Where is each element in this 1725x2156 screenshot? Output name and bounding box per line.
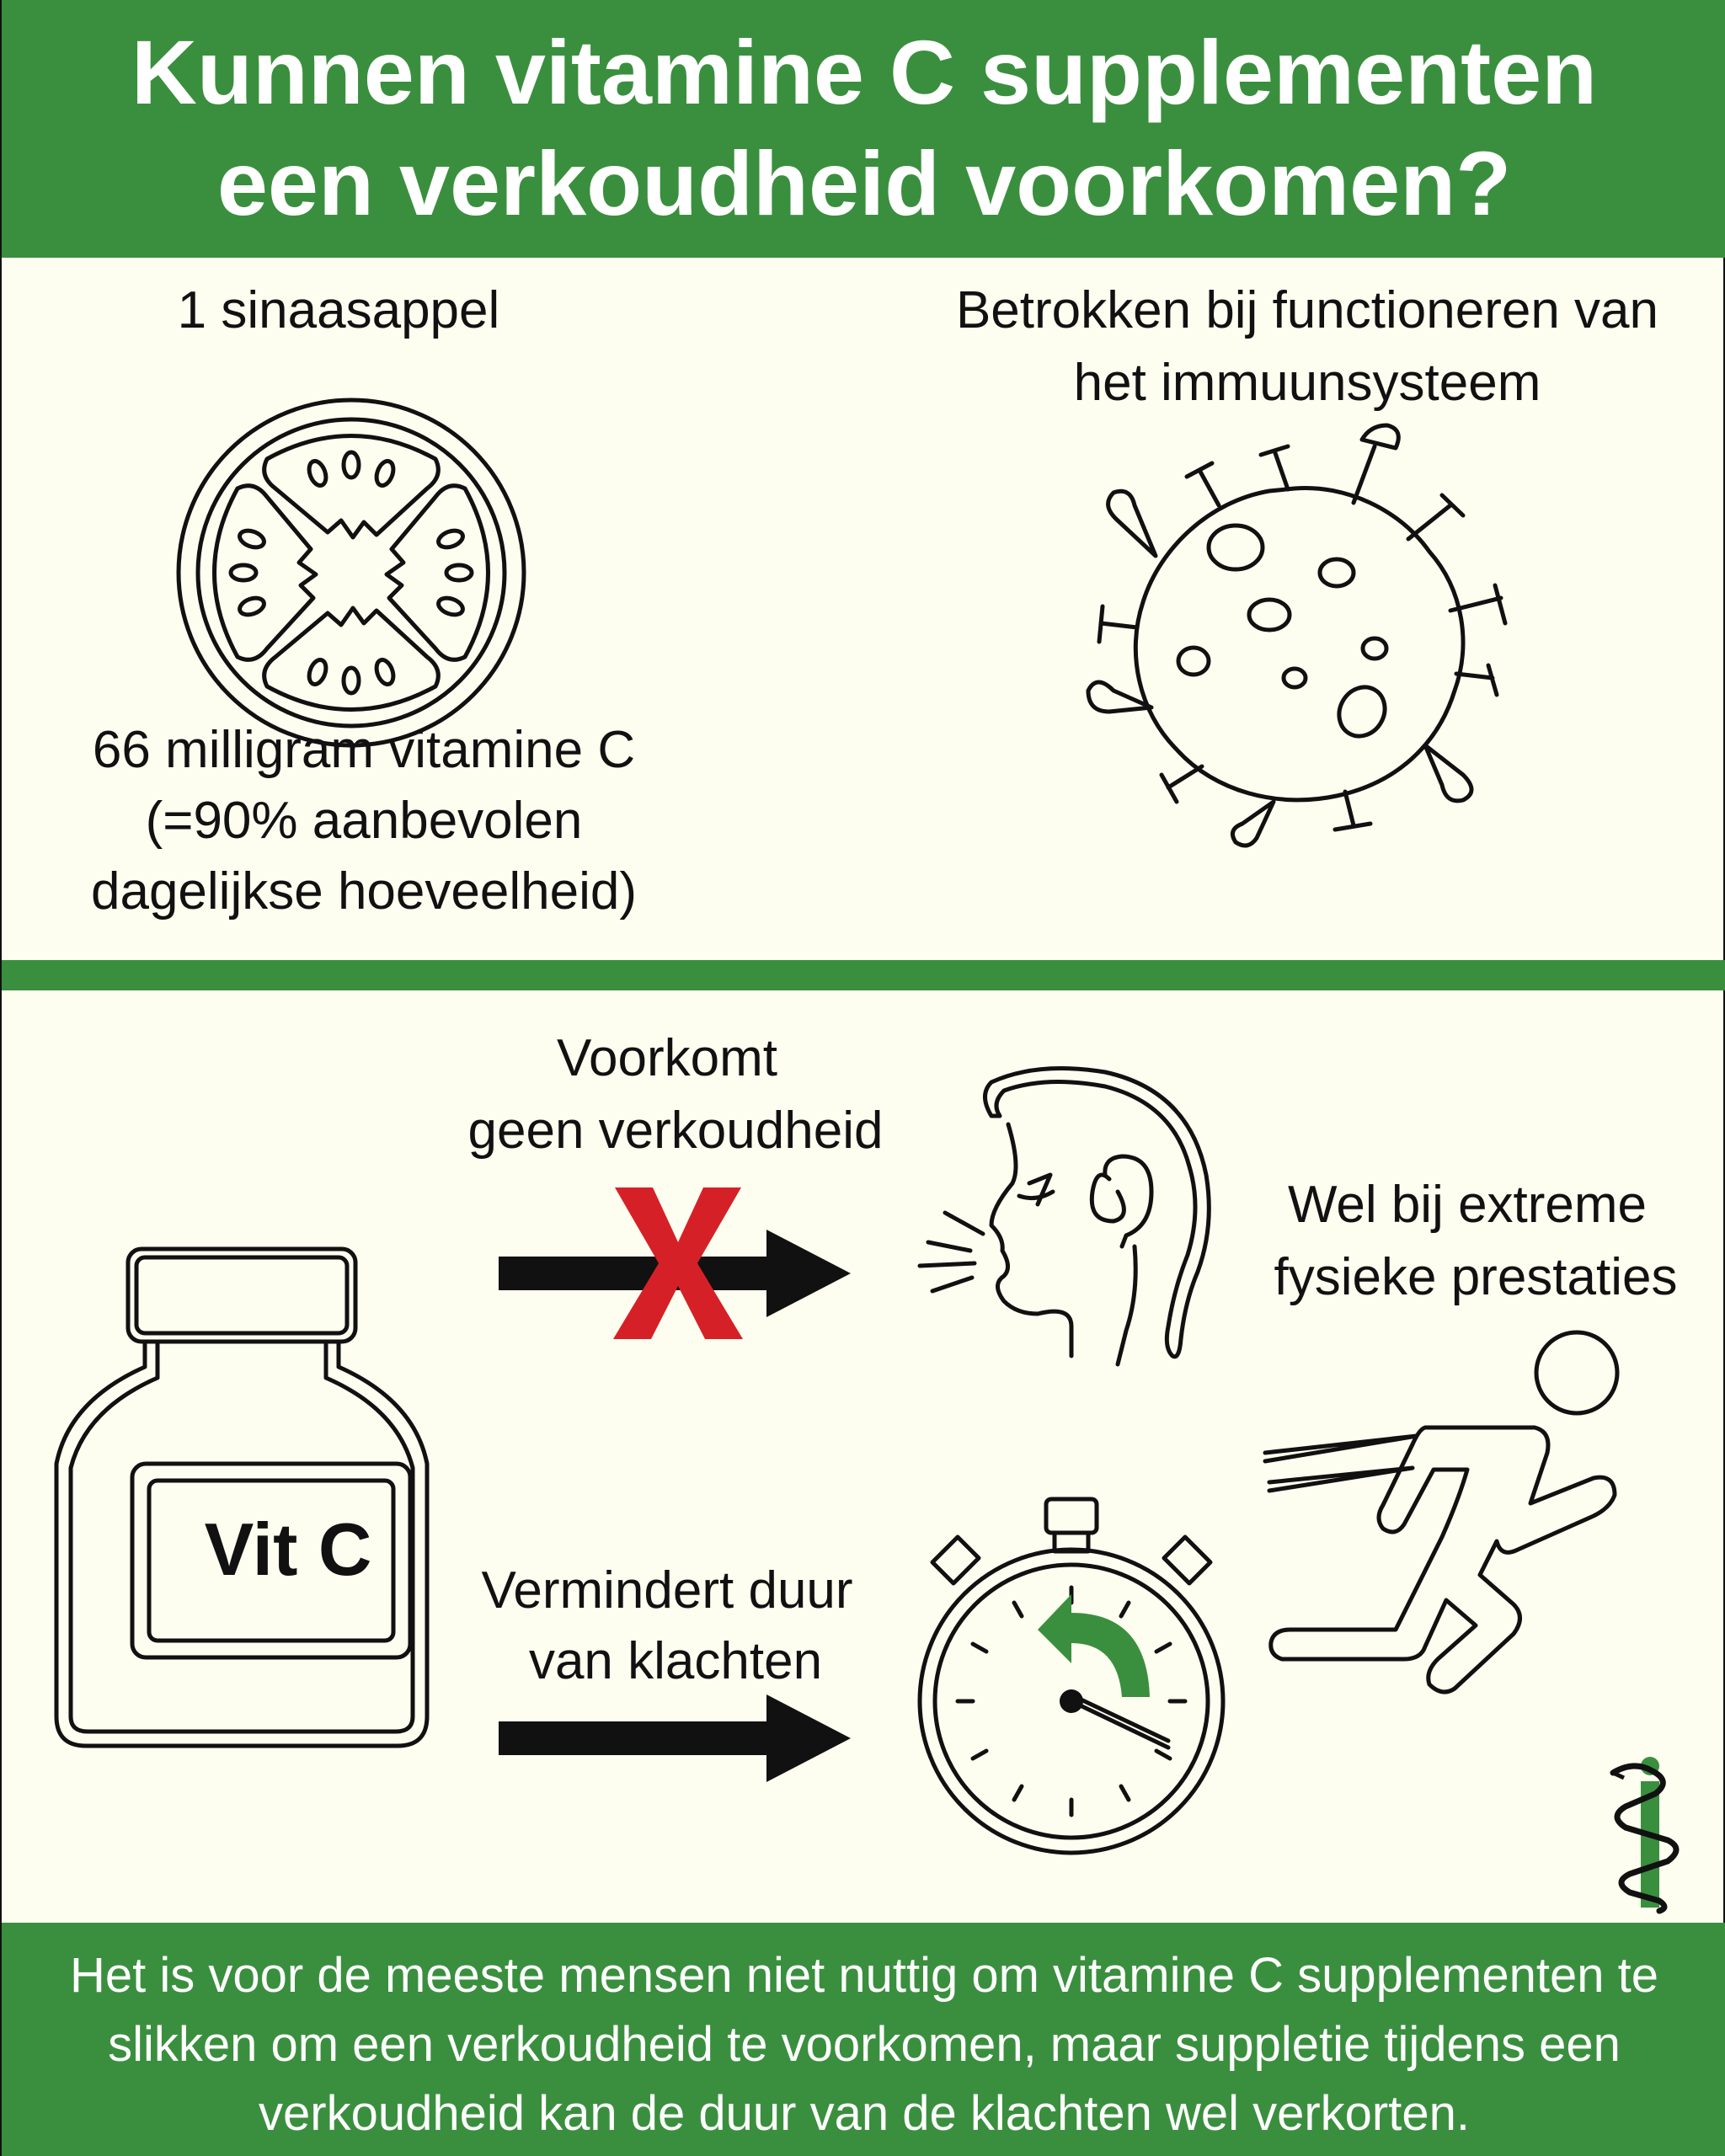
reduce-arrow [499, 1694, 851, 1782]
orange-slice-icon [176, 398, 526, 748]
bottle-label: Vit C [204, 1508, 372, 1591]
orange-daily-percent: (=90% aanbevolen [145, 792, 583, 850]
reduce-line-2: van klachten [528, 1632, 823, 1690]
conclusion-line-2: slikken om een verkoudheid te voorkomen,… [108, 2017, 1621, 2072]
blocked-arrow [499, 1230, 851, 1317]
orange-daily-amount: dagelijkse hoeveelheid) [90, 862, 637, 921]
title-line-1: Kunnen vitamine C supplementen [131, 21, 1598, 123]
conclusion-banner: Het is voor de meeste mensen niet nuttig… [2, 1923, 1725, 2156]
prevent-line-2: geen verkoudheid [467, 1102, 884, 1160]
conclusion-line-3: verkoudheid kan de duur van de klachten … [259, 2086, 1470, 2141]
orange-vitamin-amount: 66 milligram vitamine C [92, 721, 636, 779]
title-line-2: een verkoudheid voorkomen? [216, 132, 1512, 234]
prevent-line-1: Voorkomt [557, 1029, 777, 1087]
reduce-line-1: Vermindert duur [481, 1561, 853, 1620]
running-person-icon [1263, 1330, 1620, 1694]
immune-line-2: het immuunsysteem [1073, 354, 1541, 412]
supplement-bottle-icon [54, 1246, 430, 1748]
virus-icon [1086, 423, 1508, 848]
extreme-line-2: fysieke prestaties [1274, 1248, 1678, 1306]
orange-label: 1 sinaasappel [177, 281, 500, 339]
extreme-line-1: Wel bij extreme [1287, 1176, 1648, 1234]
sneezing-head-icon [917, 1066, 1211, 1367]
conclusion-line-1: Het is voor de meeste mensen niet nuttig… [70, 1948, 1658, 2003]
red-cross-icon [613, 1187, 743, 1339]
stopwatch-icon [917, 1497, 1226, 1855]
staff-of-asclepius-logo [1610, 1757, 1680, 1914]
section-divider [2, 960, 1725, 990]
title-banner: Kunnen vitamine C supplementen een verko… [2, 0, 1725, 258]
immune-line-1: Betrokken bij functioneren van [955, 281, 1659, 339]
